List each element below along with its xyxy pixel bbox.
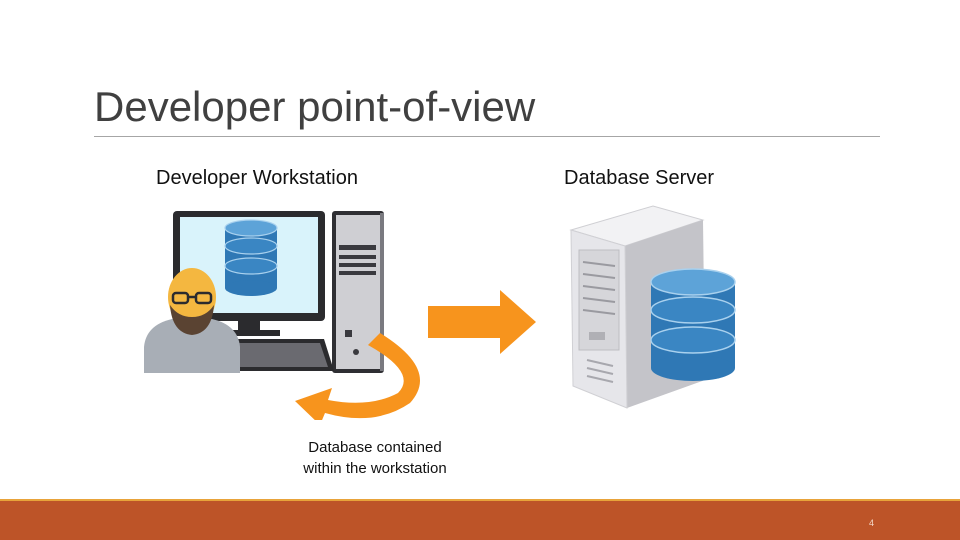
- footer-bar: [0, 501, 960, 540]
- workstation-illustration: [144, 211, 420, 420]
- diagram-caption: Database contained within the workstatio…: [280, 437, 470, 479]
- database-icon: [224, 219, 278, 296]
- database-icon: [650, 268, 736, 381]
- curved-arrow-icon: [295, 333, 420, 420]
- title-divider: [94, 136, 880, 137]
- caption-line-2: within the workstation: [303, 460, 447, 477]
- footer-accent-line: [0, 499, 960, 501]
- developer-avatar-icon: [144, 268, 240, 373]
- page-number: 4: [868, 518, 874, 528]
- server-illustration: [569, 205, 736, 409]
- right-arrow-icon: [428, 290, 536, 354]
- server-label: Database Server: [564, 167, 715, 189]
- workstation-label: Developer Workstation: [156, 167, 358, 189]
- slide-title: Developer point-of-view: [94, 83, 536, 130]
- caption-line-1: Database contained: [308, 439, 442, 456]
